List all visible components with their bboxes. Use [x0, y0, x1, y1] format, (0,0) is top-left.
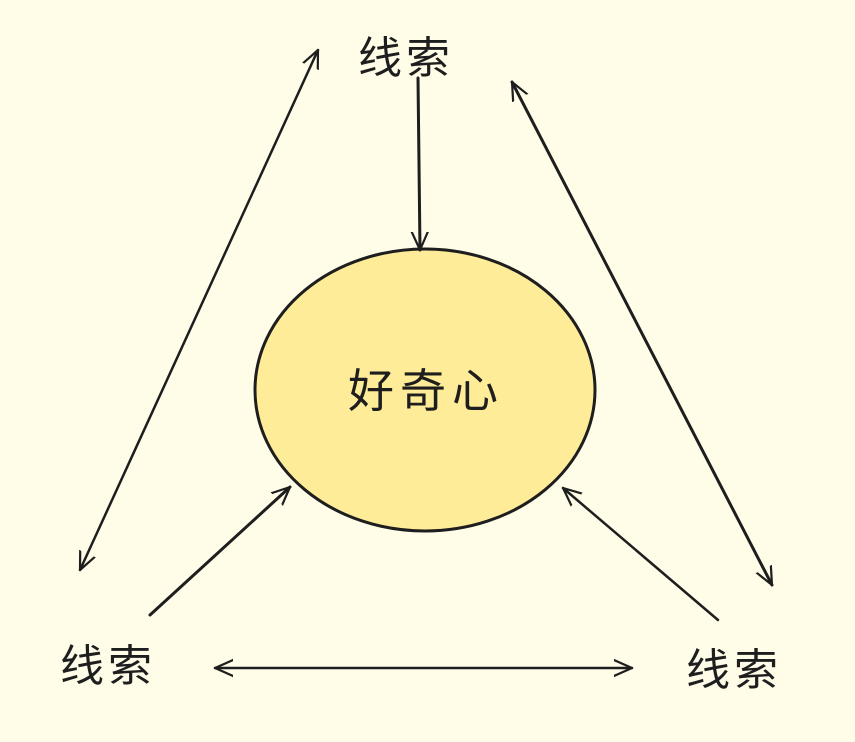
clue-node-bottom-left: 线索	[60, 641, 156, 692]
arrow-top-right-double	[510, 80, 774, 587]
arrow-left-top-double	[78, 48, 320, 572]
arrow-top-to-center	[418, 76, 420, 252]
arrow-bottom-right-to-center	[561, 486, 720, 622]
clue-node-top: 线索	[358, 33, 454, 84]
curiosity-label: 好奇心	[348, 364, 504, 418]
arrow-bottom-left-to-center	[148, 485, 292, 617]
clue-node-bottom-right: 线索	[686, 645, 782, 696]
